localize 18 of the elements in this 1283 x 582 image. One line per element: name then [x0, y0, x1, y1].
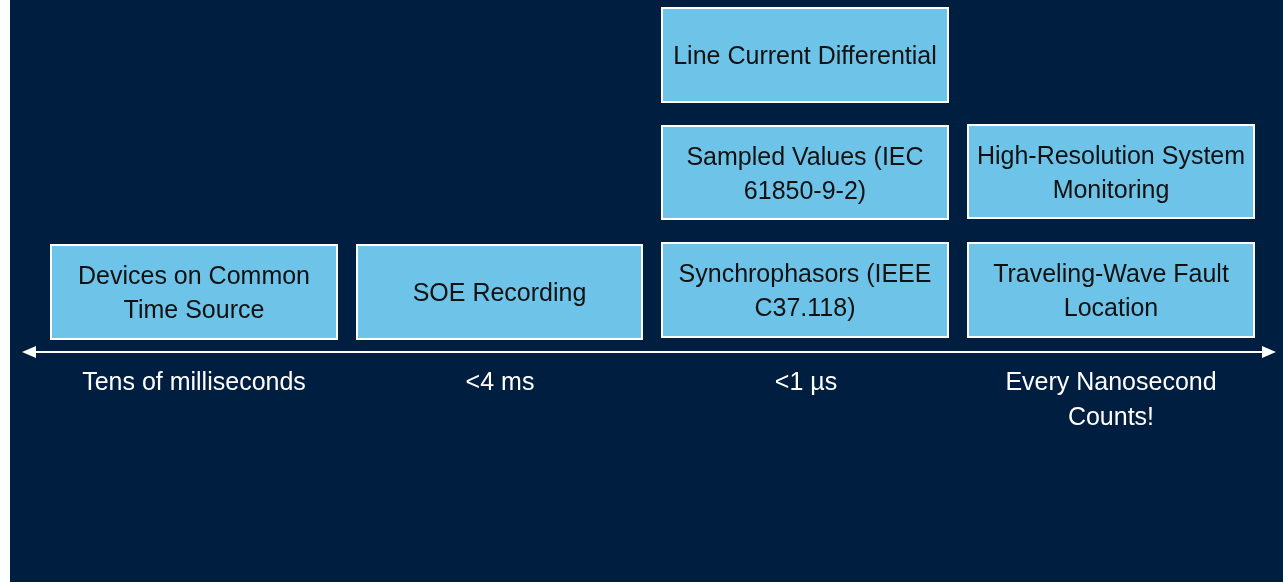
box-label: High-Resolution System Monitoring — [975, 139, 1247, 205]
process-box — [661, 7, 949, 103]
process-box — [967, 242, 1255, 338]
time-scale-label: <1 µs — [773, 366, 839, 397]
process-box — [356, 244, 643, 340]
box-label: SOE Recording — [412, 277, 587, 308]
process-box — [661, 242, 949, 338]
time-scale-label: <4 ms — [464, 366, 536, 397]
time-scale-label: Tens of milliseconds — [81, 366, 307, 397]
box-label: Sampled Values (IEC 61850-9-2) — [685, 140, 925, 206]
box-label: Line Current Differential — [673, 40, 937, 71]
box-label: Devices on Common Time Source — [77, 260, 311, 325]
time-scale-label: Every Nanosecond Counts! — [1004, 366, 1218, 432]
process-box — [50, 244, 338, 340]
box-label: Traveling-Wave Fault Location — [992, 258, 1230, 323]
process-box — [967, 124, 1255, 219]
process-box — [661, 125, 949, 220]
box-label: Synchrophasors (IEEE C37.118) — [677, 258, 933, 323]
